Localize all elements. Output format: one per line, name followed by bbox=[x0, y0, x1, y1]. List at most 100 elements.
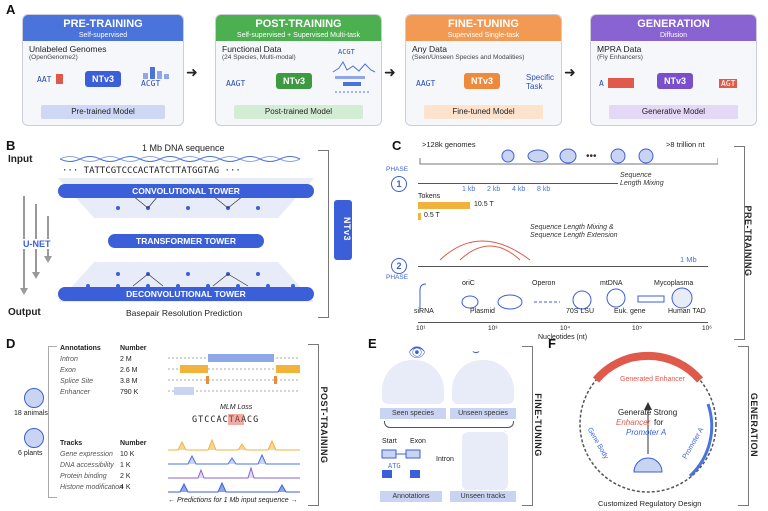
tick-10-4: 10⁴ bbox=[560, 325, 571, 332]
tracks-header: Tracks bbox=[60, 440, 83, 447]
ntv3-chip: NTv3 bbox=[464, 73, 500, 89]
tokens-label: Tokens bbox=[418, 193, 441, 200]
svg-text:•••: ••• bbox=[586, 151, 597, 162]
tick-10-1: 10¹ bbox=[416, 325, 426, 332]
finetuning-stage: FINE-TUNING Supervised Single-task Any D… bbox=[405, 14, 562, 126]
nucleotide-count: >8 trillion nt bbox=[666, 140, 705, 149]
organism-icons: ••• bbox=[419, 148, 718, 165]
sequence-object-icons bbox=[419, 283, 693, 310]
annotation-count: 3.8 M bbox=[120, 378, 138, 385]
dna-sequence-title: 1 Mb DNA sequence bbox=[142, 143, 225, 153]
mtdna-label: mtDNA bbox=[600, 280, 623, 287]
annotation-count: 2 M bbox=[120, 356, 132, 363]
specific-task-label: Specific Task bbox=[526, 73, 555, 91]
posttraining-data: Functional Data bbox=[222, 44, 282, 54]
track-name: Gene expression bbox=[60, 451, 113, 458]
posttrained-model-label: Post-trained Model bbox=[234, 105, 363, 119]
deconvolutional-tower: DECONVOLUTIONAL TOWER bbox=[58, 287, 314, 301]
posttraining-input-seq: AAGT bbox=[226, 79, 246, 88]
prediction-logo-icon bbox=[143, 67, 169, 79]
predictions-caption: ← Predictions for 1 Mb input sequence → bbox=[168, 497, 298, 504]
input-sequence: ··· TATTCGTCCCACTATCTTATGGTAG ··· bbox=[62, 166, 241, 176]
species-bracket bbox=[48, 346, 57, 498]
track-count: 2 K bbox=[120, 473, 131, 480]
intron-label: Intron bbox=[436, 456, 454, 463]
instruction-promoter: Promoter A bbox=[626, 428, 667, 437]
generation-header: GENERATION Diffusion bbox=[591, 15, 756, 41]
tick-10-6: 10⁶ bbox=[702, 325, 712, 332]
ntv3-vertical-chip bbox=[334, 200, 352, 260]
phase-2-axis bbox=[418, 266, 708, 267]
mask-token bbox=[56, 74, 63, 84]
posttraining-bracket bbox=[308, 344, 319, 506]
masked-region bbox=[608, 78, 634, 88]
finetuning-header: FINE-TUNING Supervised Single-task bbox=[406, 15, 561, 41]
generation-side-label: GENERATION bbox=[749, 392, 759, 458]
input-label: Input bbox=[8, 154, 33, 165]
euk-gene-label: Euk. gene bbox=[614, 308, 646, 315]
track-count: 1 K bbox=[120, 462, 131, 469]
phase-1-marker: 1 bbox=[391, 176, 407, 192]
pretraining-stage: PRE-TRAINING Self-supervised Unlabeled G… bbox=[22, 14, 184, 126]
finetuned-model-label: Fine-tuned Model bbox=[424, 105, 543, 119]
pretraining-data: Unlabeled Genomes bbox=[29, 44, 107, 54]
annotations-number-header: Number bbox=[120, 345, 147, 352]
ntv3-chip: NTv3 bbox=[657, 73, 693, 89]
length-extension-label-2: Sequence Length Extension bbox=[530, 232, 618, 239]
phase-1-label: PHASE bbox=[386, 166, 409, 173]
annotation-name: Intron bbox=[60, 356, 78, 363]
panel-f-letter: F bbox=[548, 336, 556, 351]
panel-a-letter: A bbox=[6, 2, 16, 17]
kb-1-label: 1 kb bbox=[462, 186, 476, 193]
extension-arcs bbox=[439, 240, 531, 261]
mlm-mask bbox=[228, 414, 244, 425]
phase-2-label: PHASE bbox=[386, 274, 409, 281]
dna-helix-icon bbox=[60, 156, 301, 162]
tokens-bar-phase2 bbox=[418, 213, 421, 220]
exon-label: Exon bbox=[410, 438, 426, 445]
ntv3-bracket bbox=[318, 150, 329, 318]
basepair-prediction-label: Basepair Resolution Prediction bbox=[126, 308, 243, 318]
regulatory-ring bbox=[579, 351, 717, 493]
pretrained-model-label: Pre-trained Model bbox=[41, 105, 165, 119]
mb-label: 1 Mb bbox=[680, 255, 697, 264]
annotation-name: Enhancer bbox=[60, 389, 90, 396]
unseen-tracks-illustration bbox=[462, 432, 508, 490]
tick-10-5: 10⁵ bbox=[632, 325, 642, 332]
phase-1-axis bbox=[418, 183, 618, 184]
track-count: 10 K bbox=[120, 451, 135, 458]
posttraining-side-label: POST-TRAINING bbox=[319, 386, 329, 464]
unseen-species-label: Unseen species bbox=[450, 408, 516, 419]
tokens-bar-phase1 bbox=[418, 202, 470, 209]
panel-e-letter: E bbox=[368, 336, 377, 351]
annotation-count: 2.6 M bbox=[120, 367, 138, 374]
tick-10-3: 10³ bbox=[488, 325, 498, 332]
tokens-phase1: 10.5 T bbox=[474, 201, 494, 208]
posttraining-output-seq: ACGT bbox=[338, 48, 355, 56]
unseen-tracks-label: Unseen tracks bbox=[450, 491, 516, 502]
human-icon bbox=[24, 388, 44, 408]
tokens-phase2: 0.5 T bbox=[424, 212, 440, 219]
annotation-name: Splice Site bbox=[60, 378, 94, 385]
plant-icon bbox=[24, 428, 44, 448]
seen-species-label: Seen species bbox=[380, 408, 446, 419]
customized-design-caption: Customized Regulatory Design bbox=[598, 499, 702, 508]
signal-tracks bbox=[168, 438, 300, 493]
unet-label: U-NET bbox=[22, 239, 52, 249]
tracks-number-header: Number bbox=[120, 440, 147, 447]
atg-label: ATG bbox=[388, 462, 401, 470]
start-label: Start bbox=[382, 438, 397, 445]
generation-data-source: (Fly Enhancers) bbox=[597, 54, 643, 61]
multimodal-tracks-icon bbox=[332, 61, 376, 93]
finetuning-subtitle: Supervised Single-task bbox=[447, 32, 520, 39]
ntv3-vertical-label: NTv3 bbox=[342, 216, 352, 241]
posttraining-stage: POST-TRAINING Self-supervised + Supervis… bbox=[215, 14, 382, 126]
finetuning-data-source: (Seen/Unseen Species and Modalities) bbox=[412, 54, 525, 61]
transformer-tower: TRANSFORMER TOWER bbox=[108, 234, 264, 248]
output-label: Output bbox=[8, 307, 41, 318]
pretraining-output-seq: ACGT bbox=[141, 79, 161, 88]
mlm-sequence: GTCCACTAACG bbox=[192, 415, 260, 425]
seen-species-illustration bbox=[382, 360, 444, 404]
sequence-mixing-label-2: Length Mixing bbox=[620, 180, 664, 187]
panel-d-letter: D bbox=[6, 336, 16, 351]
